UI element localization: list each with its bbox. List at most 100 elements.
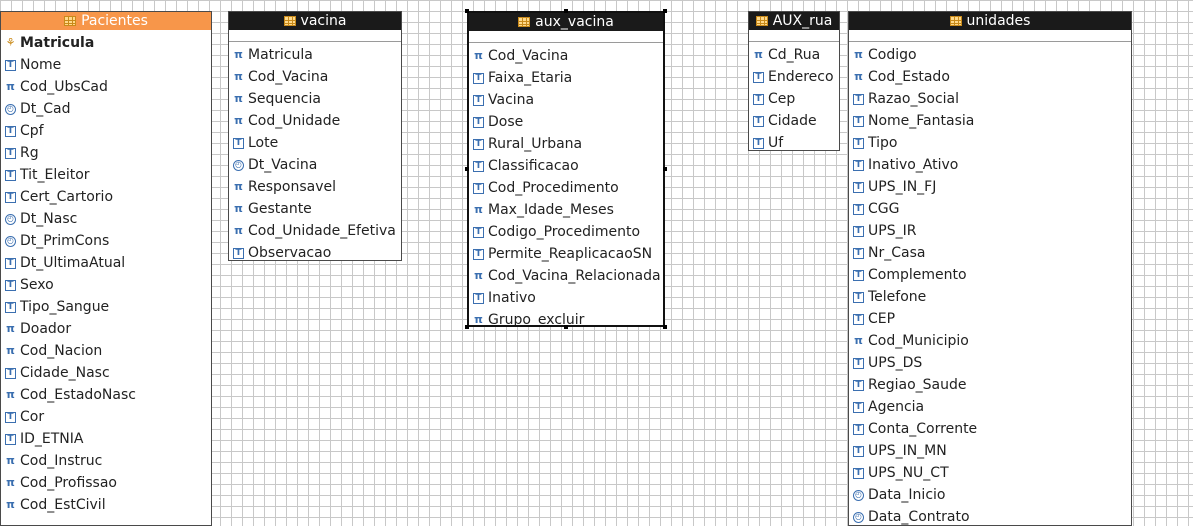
text-field-icon: T (233, 247, 244, 259)
field-row[interactable]: ◴Dt_Nasc (1, 208, 211, 230)
resize-handle-bottom-right[interactable] (663, 325, 667, 329)
resize-handle-middle-left[interactable] (465, 167, 469, 171)
table-header-unidades[interactable]: unidades (849, 12, 1131, 30)
field-row[interactable]: ⚘Matricula (1, 32, 211, 54)
text-field-icon: T (5, 301, 16, 313)
table-header-pacientes[interactable]: Pacientes (1, 12, 211, 30)
table-header-aux-rua[interactable]: AUX_rua (749, 12, 839, 30)
resize-handle-top-right[interactable] (663, 9, 667, 13)
field-label: Permite_ReaplicacaoSN (488, 246, 653, 262)
resize-handle-top-center[interactable] (564, 9, 568, 13)
field-row[interactable]: ◴Dt_Cad (1, 98, 211, 120)
table-header-aux-vacina[interactable]: aux_vacina (469, 13, 663, 31)
text-field-icon: T (853, 269, 864, 281)
resize-handle-bottom-left[interactable] (465, 325, 469, 329)
field-row[interactable]: ◴Data_Contrato (849, 506, 1131, 525)
resize-handle-top-left[interactable] (465, 9, 469, 13)
text-field-icon: T (473, 138, 484, 150)
resize-handle-bottom-center[interactable] (564, 325, 568, 329)
resize-handle-middle-right[interactable] (663, 167, 667, 171)
text-field-icon: T (853, 313, 864, 325)
text-field-icon: T (5, 125, 16, 137)
numeric-field-icon: π (474, 313, 483, 326)
field-row[interactable]: ◴Data_Inicio (849, 484, 1131, 506)
field-row[interactable]: ◴Dt_PrimCons (1, 230, 211, 252)
table-header-vacina[interactable]: vacina (229, 12, 401, 30)
numeric-field-icon: π (854, 70, 863, 83)
field-row[interactable]: ◴Dt_Vacina (229, 154, 401, 176)
